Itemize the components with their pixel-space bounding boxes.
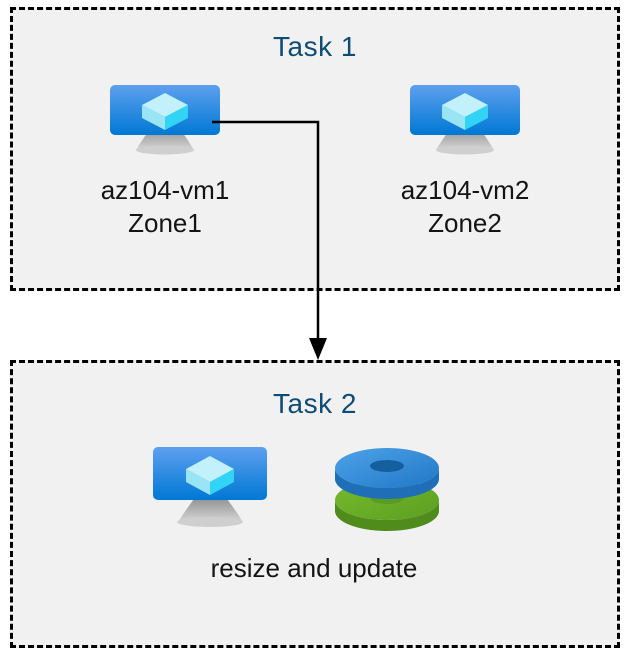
node-task2-virtual-machine[interactable]	[145, 440, 270, 532]
node-label-az104-vm1: az104-vm1 Zone1	[100, 175, 230, 239]
group-box-task2: Task 2	[10, 360, 620, 648]
node-az104-vm2[interactable]: az104-vm2 Zone2	[355, 78, 575, 241]
node-label-az104-vm2: az104-vm2 Zone2	[400, 175, 530, 239]
azure-virtual-machine-icon	[355, 78, 575, 160]
task2-caption: resize and update	[210, 553, 418, 583]
group-title-task2: Task 2	[273, 388, 357, 419]
azure-virtual-machine-icon	[55, 78, 275, 160]
connector-arrowhead-icon	[309, 338, 327, 360]
azure-virtual-machine-icon	[145, 440, 270, 532]
group-title-task1: Task 1	[273, 31, 357, 62]
node-az104-vm1[interactable]: az104-vm1 Zone1	[55, 78, 275, 241]
azure-disks-icon	[330, 440, 445, 532]
node-task2-disks[interactable]	[330, 440, 445, 532]
